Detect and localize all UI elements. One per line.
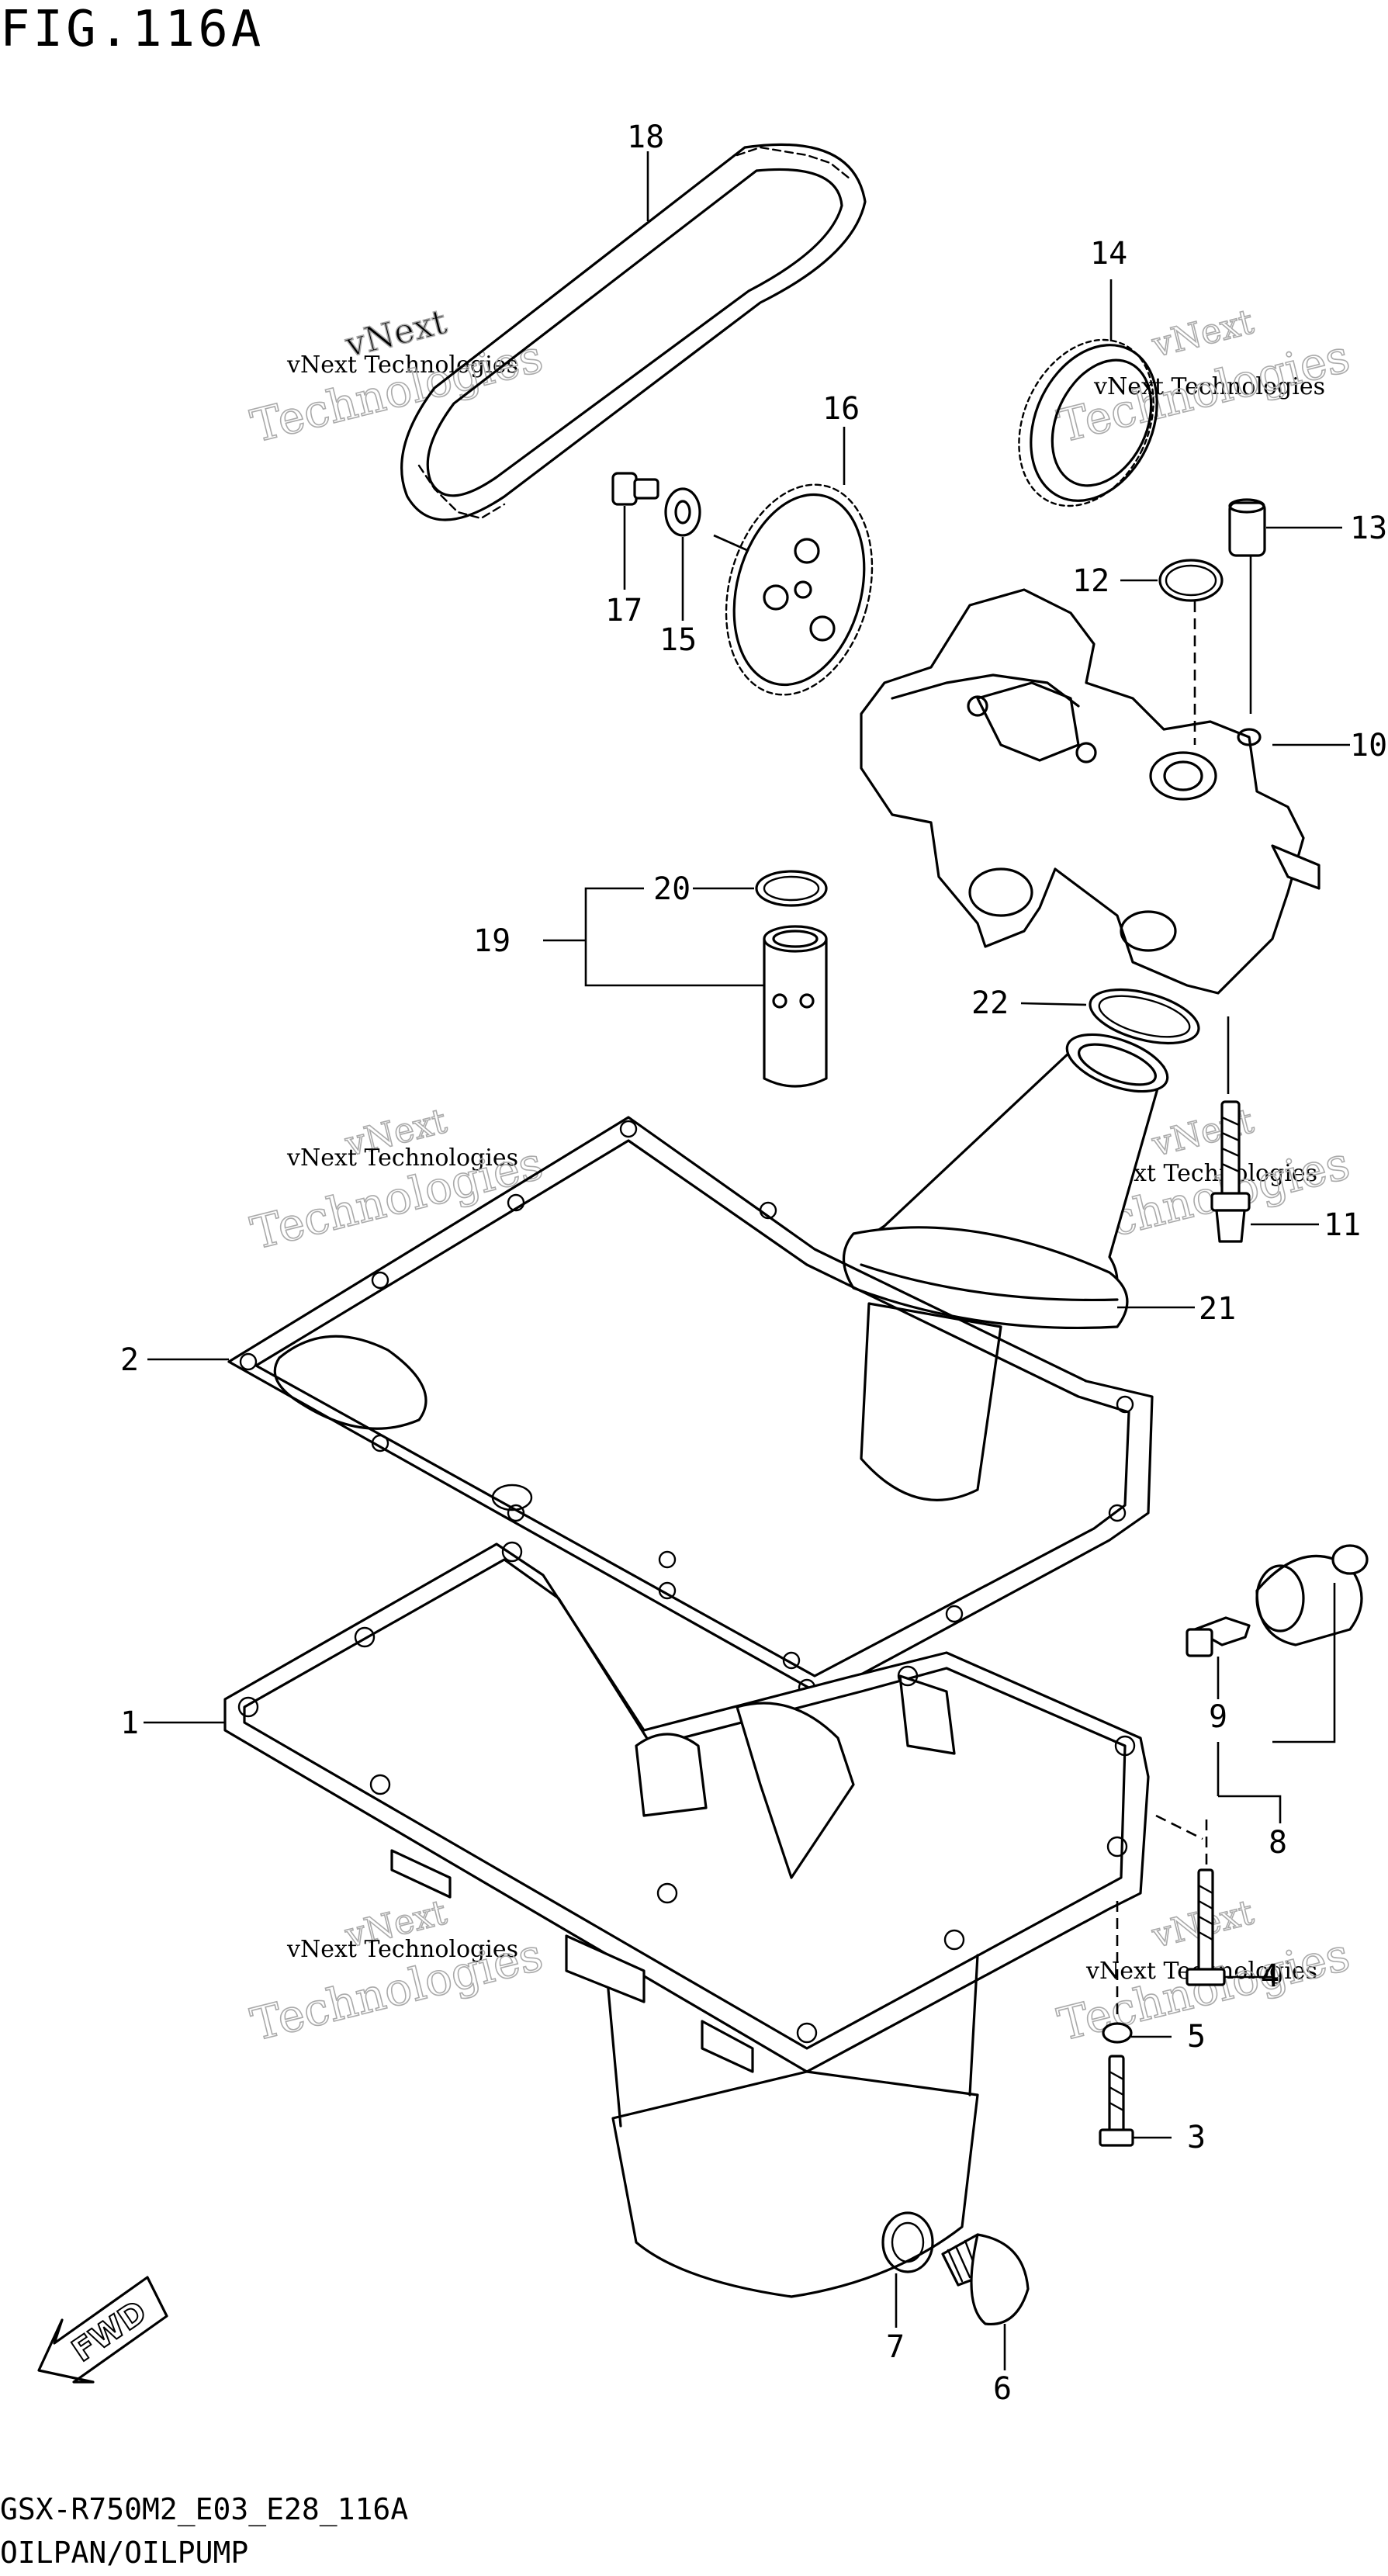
- diagram-title: OILPAN/OILPUMP: [0, 2536, 249, 2570]
- part-17-bolt: [611, 472, 659, 590]
- watermark-3: vNext vNext Technologies Technologies: [245, 1100, 549, 1260]
- callout-17: 17: [605, 593, 642, 628]
- part-9-bolt: [1186, 1616, 1251, 1699]
- callout-11: 11: [1324, 1207, 1361, 1243]
- callout-16: 16: [822, 391, 860, 427]
- watermark-1: vNext vNext Technologies Technologies: [245, 301, 549, 453]
- part-7-gasket: [881, 2211, 934, 2328]
- part-3-bolt: [1099, 2055, 1172, 2147]
- part-20-o-ring: [693, 870, 828, 907]
- callout-13: 13: [1350, 511, 1387, 546]
- callout-12: 12: [1072, 563, 1109, 599]
- part-11-bolt: [1210, 1100, 1319, 1243]
- part-18-oil-pump-chain: [400, 143, 867, 521]
- part-5-washer: [1102, 2022, 1172, 2044]
- part-16-pump-sprocket: [713, 427, 874, 696]
- part-22-o-ring: [1020, 988, 1230, 1094]
- part-1-oil-pan: [144, 1541, 1203, 2298]
- svg-text:vNext: vNext: [1147, 1101, 1258, 1165]
- callout-4: 4: [1261, 1958, 1279, 1994]
- callout-15: 15: [659, 622, 697, 658]
- callout-19: 19: [473, 923, 511, 959]
- callout-7: 7: [886, 2329, 905, 2365]
- callout-14: 14: [1090, 236, 1127, 272]
- part-19-pipe: [543, 887, 828, 1088]
- fwd-arrow-icon: FWD: [37, 2276, 168, 2384]
- part-12-o-ring: [1120, 559, 1224, 602]
- part-10-oil-pump: [860, 543, 1350, 995]
- watermark-2: vNext vNext Technologies Technologies: [1052, 301, 1355, 453]
- callout-5: 5: [1187, 2019, 1206, 2055]
- part-4-bolt: [1186, 1819, 1272, 1986]
- part-8-oil-pressure-switch: [1217, 1544, 1369, 1823]
- figure-title: FIG.116A: [0, 1, 265, 58]
- part-6-drain-plug: [941, 2233, 1030, 2370]
- callout-18: 18: [627, 119, 664, 155]
- callout-10: 10: [1350, 728, 1387, 763]
- part-14-sprocket: [1018, 279, 1158, 507]
- svg-text:vNext Technologies: vNext Technologies: [286, 1144, 518, 1172]
- callout-2: 2: [120, 1342, 139, 1378]
- part-2-gasket: [147, 1116, 1154, 1697]
- svg-text:vNext Technologies: vNext Technologies: [1093, 373, 1325, 400]
- part-21-oil-strainer: [843, 1033, 1195, 1501]
- callout-22: 22: [971, 985, 1009, 1021]
- callout-1: 1: [120, 1705, 139, 1741]
- svg-text:vNext Technologies: vNext Technologies: [286, 351, 518, 379]
- callout-6: 6: [993, 2371, 1012, 2407]
- callout-labels: 1 2 3 4 5 6 7 8 9 10 11 12 13 14 15 16 1…: [120, 119, 1387, 2407]
- callout-3: 3: [1187, 2120, 1206, 2155]
- callout-20: 20: [653, 871, 691, 907]
- part-13-dowel-pin: [1228, 498, 1342, 557]
- model-code: GSX-R750M2_E03_E28_116A: [0, 2492, 409, 2526]
- callout-8: 8: [1269, 1825, 1287, 1861]
- svg-text:vNext Technologies: vNext Technologies: [286, 1936, 518, 1963]
- watermark-5: vNext vNext Technologies Technologies: [245, 1892, 549, 2051]
- part-15-washer: [664, 487, 701, 621]
- callout-9: 9: [1209, 1699, 1227, 1735]
- callout-21: 21: [1199, 1291, 1236, 1327]
